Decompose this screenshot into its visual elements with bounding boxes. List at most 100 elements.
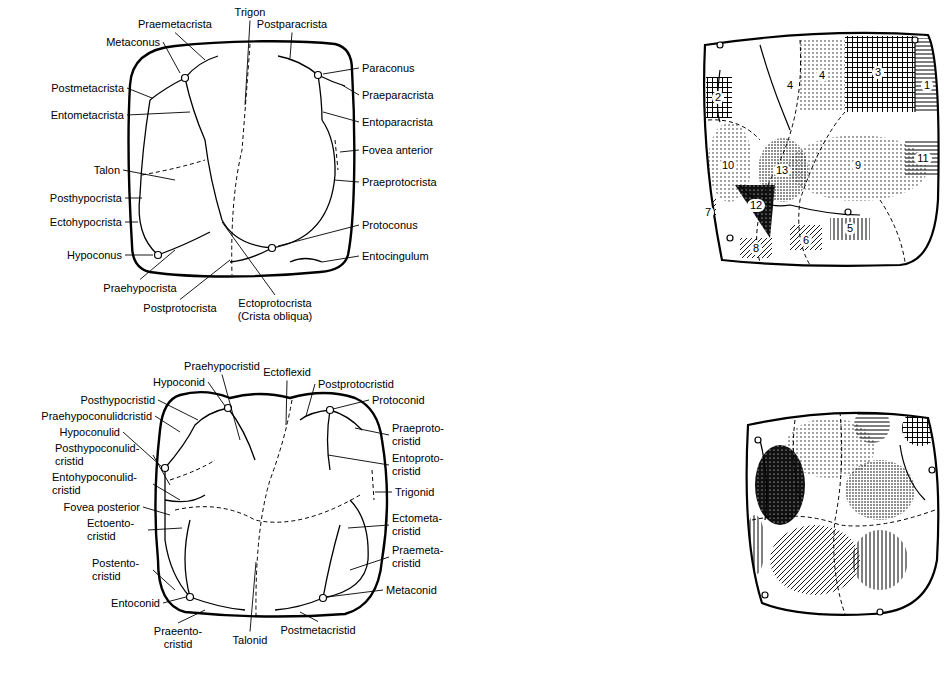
part-label: Praeprotocrista — [362, 176, 437, 189]
leader-line — [163, 42, 180, 73]
leader-line — [355, 428, 389, 435]
part-label: Posthypocrista — [50, 192, 122, 205]
callout-number: 6 — [800, 234, 812, 247]
upper-wear-zones — [700, 33, 940, 266]
leader-line — [180, 260, 230, 300]
part-label: Praemeta-cristid — [392, 544, 454, 570]
part-label: Praehypocrista — [103, 282, 176, 295]
part-label: Protoconid — [372, 394, 425, 407]
part-label: Entometacrista — [51, 109, 124, 122]
leader-line — [125, 198, 142, 199]
part-label: Talon — [94, 164, 120, 177]
part-label: Trigon — [235, 6, 266, 19]
crown-outline — [129, 41, 355, 276]
leader-line — [158, 400, 198, 420]
leader-line — [222, 222, 275, 295]
callout-number: 10 — [719, 159, 737, 172]
part-label: Metaconus — [106, 36, 160, 49]
callout-number: 13 — [773, 164, 791, 177]
part-label: Fovea anterior — [362, 144, 433, 157]
leader-line — [143, 507, 170, 515]
lower-wear-zones — [745, 407, 938, 615]
leader-line — [123, 170, 175, 180]
part-label: Ectoprotocrista (Crista obliqua) — [229, 297, 321, 323]
part-label: Praehypocristid — [184, 360, 260, 373]
part-label: Praehypoconulidcristid — [41, 410, 152, 423]
part-label: Postento-cristid — [92, 557, 150, 583]
leader-line — [208, 382, 225, 406]
part-label: Praeento-cristid — [149, 625, 207, 651]
part-label: Hypoconid — [153, 376, 205, 389]
leader-line — [348, 525, 389, 528]
lower-molar — [155, 392, 387, 616]
leader-line — [327, 590, 383, 597]
leader-line — [290, 33, 292, 59]
part-label: Postprotocrista — [143, 302, 216, 315]
leader-line — [222, 375, 240, 441]
leader-line — [153, 455, 170, 485]
part-label: Praeproto-cristid — [392, 422, 454, 448]
leader-line — [342, 85, 359, 95]
leader-line — [333, 400, 369, 409]
leader-line — [245, 21, 250, 106]
callout-number: 3 — [872, 66, 884, 79]
part-label: Ectohypocrista — [50, 216, 122, 229]
leader-line — [163, 597, 186, 603]
part-label: Postmetacrista — [51, 82, 124, 95]
part-label: Protoconus — [362, 219, 418, 232]
callout-number: 12 — [747, 199, 765, 212]
leader-line — [334, 180, 359, 182]
part-label: Posthypocristid — [80, 394, 155, 407]
part-label: Postmetacristid — [280, 624, 355, 637]
callout-number: 1 — [921, 79, 933, 92]
crown-outline — [155, 392, 387, 616]
part-label: Praeparacrista — [362, 89, 434, 102]
part-label: Metaconid — [386, 584, 437, 597]
callout-number: 11 — [914, 152, 931, 165]
callout-number: 4 — [816, 69, 828, 82]
grooves — [142, 44, 338, 275]
part-label: Ectoento-cristid — [87, 517, 145, 543]
leader-line — [278, 225, 359, 246]
leader-line — [322, 256, 359, 262]
part-label: Entoproto-cristid — [392, 452, 454, 478]
leader-line — [178, 610, 205, 623]
crests — [165, 408, 368, 610]
part-label: Ectometa-cristid — [392, 512, 452, 538]
part-label: Trigonid — [395, 486, 434, 499]
part-label: Praemetacrista — [138, 18, 212, 31]
part-label: Postparacrista — [257, 18, 327, 31]
leader-line — [323, 112, 359, 122]
leader-line — [350, 557, 389, 570]
leader-line — [300, 612, 318, 622]
leader-line — [125, 222, 138, 223]
cusp-dots — [155, 72, 322, 259]
leader-line — [328, 455, 389, 465]
part-label: Postprotocristid — [318, 378, 394, 391]
cusp-dots — [162, 405, 334, 602]
part-label: Entohypoconulid-cristid — [52, 471, 150, 497]
leader-line — [140, 250, 175, 280]
part-label: Entoconid — [111, 597, 160, 610]
part-label: Talonid — [233, 634, 268, 647]
callout-number: 5 — [844, 222, 856, 235]
leader-line — [125, 255, 153, 256]
leader-line — [155, 416, 180, 432]
part-label: Hypoconulid — [59, 426, 120, 439]
callout-number: 9 — [852, 159, 864, 172]
leader-line — [375, 492, 392, 493]
part-label: Entoparacrista — [362, 116, 433, 129]
leader-line — [127, 112, 190, 115]
part-label: Ectoflexid — [263, 366, 311, 379]
leader-line — [148, 528, 182, 530]
part-label: Paraconus — [362, 62, 415, 75]
part-label: Fovea posterior — [64, 501, 140, 514]
leader-line — [306, 384, 315, 416]
part-label: Hypoconus — [67, 249, 122, 262]
callout-number: 2 — [712, 91, 724, 104]
callout-number: 7 — [702, 206, 714, 219]
part-label: Entocingulum — [362, 250, 429, 263]
leader-line — [127, 88, 152, 98]
